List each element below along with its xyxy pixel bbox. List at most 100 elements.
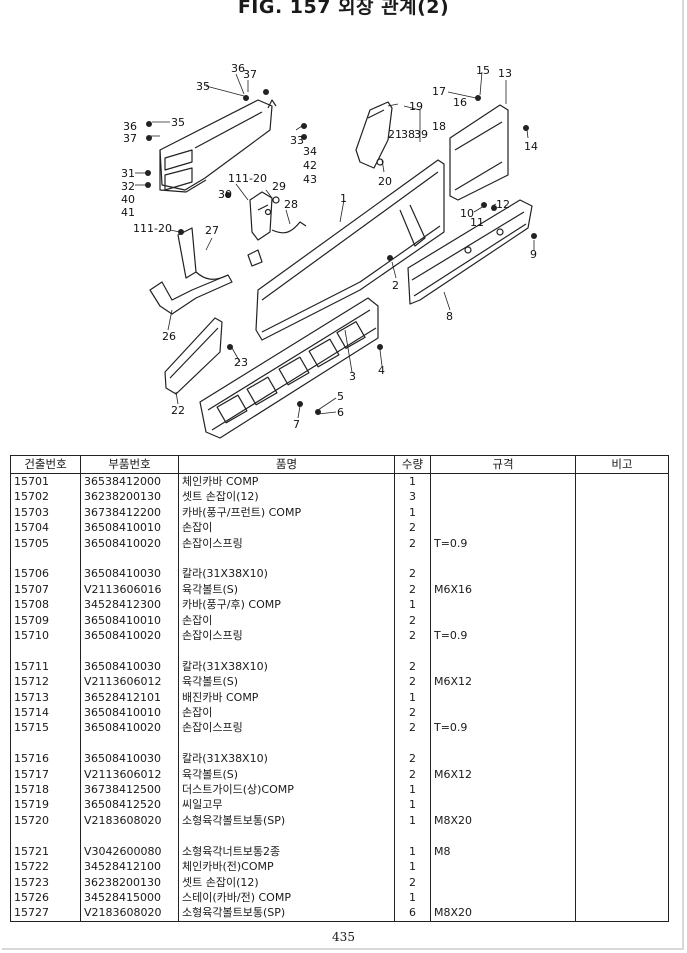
main-cover-part <box>255 159 445 341</box>
column-header-spec: 규격 <box>430 455 576 474</box>
cell-name: 육각볼트(S) <box>178 766 395 783</box>
cell-name: 씨일고무 <box>178 797 395 813</box>
cell-part-number: 36508410010 <box>80 705 179 721</box>
cell-part-number: 36508410010 <box>80 520 179 536</box>
cell-part-number <box>80 828 179 844</box>
cell-qty: 2 <box>394 874 431 890</box>
callout: 111-20 <box>133 222 172 235</box>
cell-qty: 2 <box>394 720 431 736</box>
cell-remarks <box>575 520 669 536</box>
cell-remarks <box>575 859 669 875</box>
cell-qty: 2 <box>394 566 431 582</box>
cell-spec: M6X12 <box>430 674 576 690</box>
front-cover-part <box>355 101 393 169</box>
cell-qty <box>394 828 431 844</box>
callout: 16 <box>453 96 467 109</box>
cell-remarks <box>575 889 669 906</box>
cell-part-number: 36508410030 <box>80 751 179 767</box>
cell-qty: 1 <box>394 782 431 798</box>
callout: 35 <box>196 80 210 93</box>
cell-name: 육각볼트(S) <box>178 674 395 690</box>
callout: 39 <box>414 128 428 141</box>
callout: 37 <box>243 68 257 81</box>
hardware-bolts <box>145 89 537 415</box>
cell-remarks <box>575 612 669 629</box>
rear-cover-part <box>449 104 509 201</box>
callout: 22 <box>171 404 185 417</box>
cell-part-number: 36238200130 <box>80 874 179 890</box>
cell-name: 손잡이 <box>178 520 395 536</box>
callout: 36 <box>123 120 137 133</box>
column-header-ref: 건출번호 <box>10 455 81 474</box>
cell-part-number: 36508410010 <box>80 612 179 629</box>
cell-qty: 2 <box>394 674 431 690</box>
cell-remarks <box>575 843 669 860</box>
cell-spec <box>430 689 576 706</box>
cell-remarks <box>575 535 669 552</box>
bracket-lower-part <box>149 227 233 315</box>
cell-ref: 15708 <box>10 597 81 613</box>
cell-remarks <box>575 597 669 613</box>
cell-name: 칼라(31X38X10) <box>178 751 395 767</box>
callout: 30 <box>218 188 232 201</box>
lower-cover-part <box>164 317 223 395</box>
cell-part-number: 34528412100 <box>80 859 179 875</box>
cell-spec <box>430 566 576 582</box>
callout: 12 <box>496 198 510 211</box>
cell-ref: 15712 <box>10 674 81 690</box>
figure-title: FIG. 157 외장 관계(2) <box>237 0 450 18</box>
cell-name: 카바(풍구/후) COMP <box>178 597 395 613</box>
cell-name: 더스트가이드(상)COMP <box>178 782 395 798</box>
cell-ref: 15707 <box>10 581 81 598</box>
cell-name: 손잡이 <box>178 705 395 721</box>
callout: 28 <box>284 198 298 211</box>
callout: 5 <box>337 390 344 403</box>
callout-labels: 36 37 35 36 37 35 33 34 42 43 31 32 40 4… <box>121 62 538 431</box>
callout: 15 <box>476 64 490 77</box>
cell-ref: 15702 <box>10 489 81 505</box>
cell-part-number: 34528415000 <box>80 889 179 906</box>
cell-name: 배진카바 COMP <box>178 689 395 706</box>
cell-spec: T=0.9 <box>430 535 576 552</box>
cell-spec: M6X12 <box>430 766 576 783</box>
cell-name <box>178 828 395 844</box>
cell-remarks <box>575 766 669 783</box>
table-spacer-row <box>10 551 669 567</box>
cell-ref <box>10 735 81 752</box>
table-spacer-row <box>10 643 669 659</box>
callout: 7 <box>293 418 300 431</box>
cell-ref: 15713 <box>10 689 81 706</box>
cell-qty: 1 <box>394 797 431 813</box>
callout: 19 <box>409 100 423 113</box>
cell-qty: 2 <box>394 705 431 721</box>
cell-part-number: 36508412520 <box>80 797 179 813</box>
cell-qty: 6 <box>394 905 431 922</box>
cell-ref: 15722 <box>10 859 81 875</box>
cell-name <box>178 643 395 659</box>
callout: 38 <box>401 128 415 141</box>
callout: 11 <box>470 216 484 229</box>
cell-qty: 1 <box>394 889 431 906</box>
cell-ref: 15718 <box>10 782 81 798</box>
cell-remarks <box>575 705 669 721</box>
table-spacer-row <box>10 735 669 752</box>
cell-name: 카바(풍구/프런트) COMP <box>178 504 395 521</box>
table-header-row: 건출번호 부품번호 품명 수량 규격 비고 <box>10 455 669 474</box>
cell-part-number <box>80 551 179 567</box>
cell-remarks <box>575 735 669 752</box>
cell-remarks <box>575 489 669 505</box>
cell-remarks <box>575 812 669 829</box>
cell-name <box>178 551 395 567</box>
cell-qty: 1 <box>394 689 431 706</box>
cell-qty: 2 <box>394 520 431 536</box>
cell-remarks <box>575 566 669 582</box>
